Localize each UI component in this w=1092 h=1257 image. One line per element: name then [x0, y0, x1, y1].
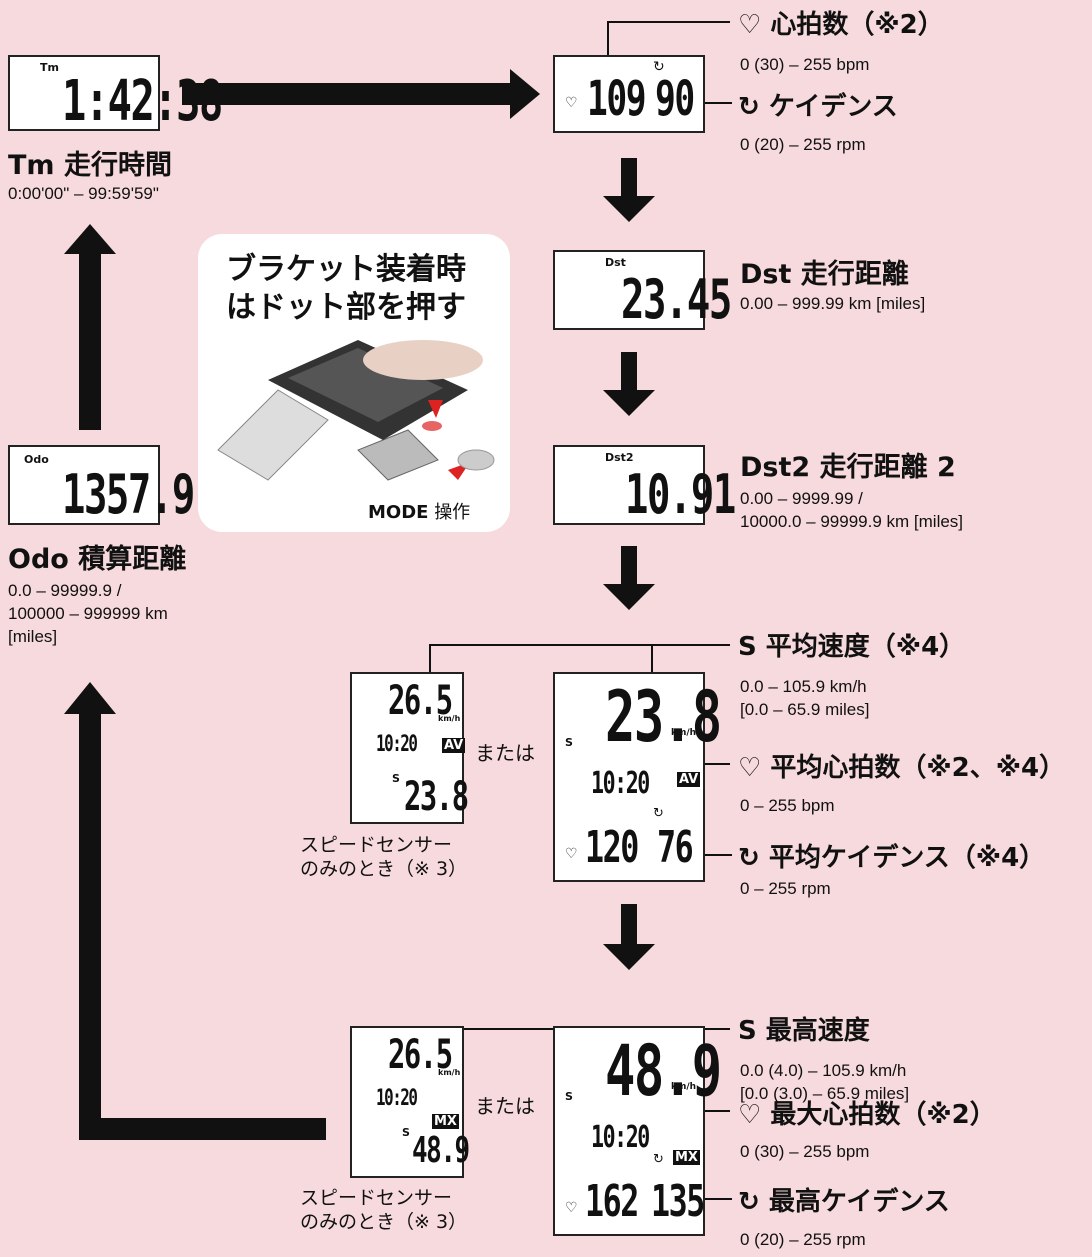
- max-small-s: S: [402, 1126, 410, 1139]
- max-small-clock: 10:20: [376, 1086, 418, 1111]
- avg-hr-range: 0 – 255 bpm: [740, 796, 835, 815]
- bracket-line-1: ブラケット装着時: [226, 252, 466, 287]
- max-cad-title: ↻ 最高ケイデンス: [738, 1187, 950, 1217]
- avg-cad-range: 0 – 255 rpm: [740, 879, 831, 898]
- bracket-card: ブラケット装着時 はドット部を押す MODE 操作: [198, 234, 510, 532]
- odo-label: Odo: [24, 453, 49, 466]
- max-main-badge: MX: [673, 1150, 700, 1165]
- avg-small-display: 26.5 km/h 10:20 AV S 23.8: [350, 672, 469, 824]
- dst2-range-1: 0.00 – 9999.99 /: [740, 489, 863, 508]
- avg-main-display: S 23.8 km/h 10:20 AV ♡ 120 ↻ 76: [553, 672, 722, 882]
- bracket-line-2: はドット部を押す: [226, 290, 466, 325]
- dst-range: 0.00 – 999.99 km [miles]: [740, 294, 926, 313]
- heart-icon: ♡: [565, 1200, 578, 1216]
- dst2-value: 10.91: [625, 463, 736, 526]
- avg-main-clock: 10:20: [591, 766, 650, 801]
- avg-speed-title: S 平均速度（※4）: [738, 632, 966, 662]
- max-main-speed: 48.9: [605, 1030, 722, 1112]
- max-main-hr: 162: [585, 1176, 639, 1227]
- avg-main-unit: km/h: [671, 728, 697, 738]
- dst2-title: Dst2 走行距離 2: [740, 452, 956, 483]
- odo-range-3: [miles]: [8, 627, 58, 646]
- hr-display: ♡ ↻ 109 90: [553, 55, 705, 133]
- max-small-unit: km/h: [438, 1068, 461, 1077]
- odo-value: 1357.9: [62, 463, 195, 526]
- avg-small-badge: AV: [442, 738, 466, 753]
- bracket-illustration: [217, 340, 495, 481]
- max-main-s: S: [565, 1090, 573, 1103]
- tm-range: 0:00'00" – 99:59'59": [8, 184, 159, 203]
- avg-hr-title: ♡ 平均心拍数（※2、※4）: [738, 753, 1066, 783]
- heart-icon: ♡: [738, 1100, 771, 1130]
- dst2-label: Dst2: [605, 451, 634, 464]
- odo-range-2: 100000 – 999999 km: [8, 604, 168, 623]
- dst-title: Dst 走行距離: [740, 259, 909, 290]
- dst-label: Dst: [605, 256, 626, 269]
- avg-small-unit: km/h: [438, 714, 461, 723]
- hr-title: ♡ 心拍数（※2）: [738, 10, 944, 40]
- cadence-icon: ↻: [653, 59, 665, 75]
- avg-small-s: S: [392, 772, 400, 785]
- dst-display: Dst 23.45: [553, 250, 732, 331]
- max-or: または: [475, 1094, 535, 1118]
- max-main-unit: km/h: [671, 1082, 697, 1092]
- cadence-value: 90: [655, 71, 695, 127]
- avg-small-top: 26.5: [388, 678, 453, 724]
- odo-title: Odo 積算距離: [8, 544, 187, 575]
- mode-operation: MODE 操作: [368, 502, 471, 523]
- max-speed-range-1: 0.0 (4.0) – 105.9 km/h: [740, 1061, 907, 1080]
- avg-cad-title: ↻ 平均ケイデンス（※4）: [738, 843, 1046, 873]
- tm-title: Tm 走行時間: [8, 150, 172, 181]
- tm-value: 1:42:38: [62, 69, 223, 134]
- cadence-icon: ↻: [653, 1152, 664, 1167]
- cadence-icon: ↻: [738, 1187, 769, 1217]
- tm-label: Tm: [40, 61, 59, 74]
- max-hr-title: ♡ 最大心拍数（※2）: [738, 1100, 996, 1130]
- cadence-title: ↻ ケイデンス: [738, 92, 898, 122]
- cadence-icon: ↻: [738, 843, 769, 873]
- hr-range: 0 (30) – 255 bpm: [740, 55, 870, 74]
- avg-note-2: のみのとき（※ 3）: [300, 858, 468, 880]
- avg-small-clock: 10:20: [376, 732, 418, 757]
- cadence-icon: ↻: [738, 92, 769, 122]
- heart-icon: ♡: [738, 753, 771, 783]
- max-small-top: 26.5: [388, 1032, 453, 1078]
- avg-speed-range-1: 0.0 – 105.9 km/h: [740, 677, 867, 696]
- max-speed-title: S 最高速度: [738, 1016, 870, 1046]
- avg-note-1: スピードセンサー: [300, 834, 453, 856]
- avg-main-hr: 120: [585, 822, 639, 873]
- max-cad-range: 0 (20) – 255 rpm: [740, 1230, 866, 1249]
- max-note-2: のみのとき（※ 3）: [300, 1211, 468, 1233]
- max-main-clock: 10:20: [591, 1120, 650, 1155]
- odo-display: Odo 1357.9: [8, 445, 195, 526]
- max-small-badge: MX: [432, 1114, 459, 1129]
- avg-main-s: S: [565, 736, 573, 749]
- avg-or: または: [475, 741, 535, 765]
- avg-main-cad: 76: [657, 822, 694, 873]
- dst-value: 23.45: [621, 268, 732, 331]
- max-hr-range: 0 (30) – 255 bpm: [740, 1142, 870, 1161]
- max-main-display: S 48.9 km/h 10:20 ↻ MX ♡ 162 135: [553, 1026, 722, 1236]
- tm-display: Tm 1:42:38: [8, 55, 223, 134]
- dst2-display: Dst2 10.91: [553, 445, 736, 526]
- dst2-range-2: 10000.0 – 99999.9 km [miles]: [740, 512, 964, 531]
- avg-main-speed: 23.8: [605, 676, 722, 758]
- heart-icon: ♡: [565, 95, 578, 111]
- max-speed-range-2: [0.0 (3.0) – 65.9 miles]: [740, 1084, 910, 1103]
- max-small-bottom: 48.9: [412, 1130, 470, 1171]
- heart-icon: ♡: [565, 846, 578, 862]
- odo-range-1: 0.0 – 99999.9 /: [8, 581, 122, 600]
- max-note-1: スピードセンサー: [300, 1187, 453, 1209]
- heart-icon: ♡: [738, 10, 771, 40]
- max-small-display: 26.5 km/h 10:20 S MX 48.9: [350, 1026, 470, 1178]
- cadence-range: 0 (20) – 255 rpm: [740, 135, 866, 154]
- max-main-cad: 135: [651, 1176, 705, 1227]
- avg-main-badge: AV: [677, 772, 701, 787]
- avg-speed-range-2: [0.0 – 65.9 miles]: [740, 700, 870, 719]
- cadence-icon: ↻: [653, 806, 664, 821]
- hr-value: 109: [587, 71, 647, 127]
- avg-small-bottom: 23.8: [404, 774, 469, 820]
